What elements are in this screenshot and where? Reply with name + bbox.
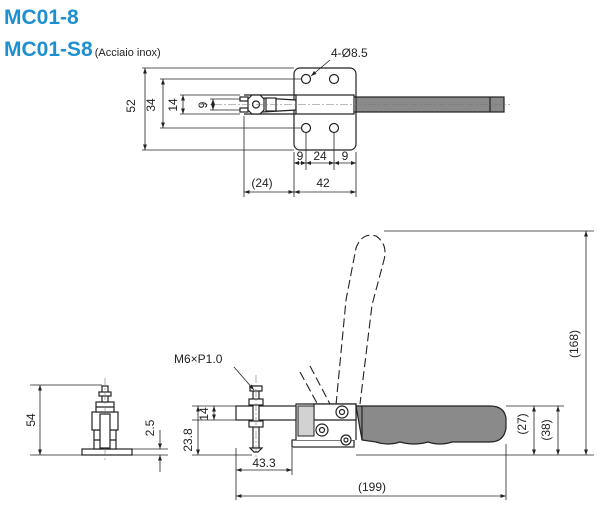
dim-43-3: 43.3: [252, 456, 276, 470]
dim-34: 34: [144, 98, 158, 112]
pivot-2: [335, 405, 349, 419]
dim-14-side: 14: [197, 407, 211, 421]
pivot-1: [315, 423, 329, 437]
dim-9-right: 9: [342, 149, 349, 163]
thread-label: M6×P1.0: [174, 352, 223, 366]
model-title-1: MC01-8: [4, 6, 79, 29]
material-note: (Acciaio inox): [94, 47, 161, 59]
model-title-2: MC01-S8(Acciaio inox): [4, 38, 161, 61]
dim-168: (168): [567, 330, 581, 358]
dim-24-paren: (24): [251, 176, 272, 190]
dim-9-left: 9: [297, 149, 304, 163]
dim-23-8: 23.8: [181, 428, 195, 452]
dim-27: (27): [515, 413, 529, 434]
side-view: M6×P1.0 14 23.8 43.3 (199) (168) (27) (3…: [174, 230, 594, 500]
pivot-3: [340, 434, 352, 446]
dim-2-5: 2.5: [143, 419, 157, 436]
dim-52: 52: [124, 99, 138, 113]
dim-38: (38): [539, 419, 553, 440]
dim-9-top: 9: [196, 101, 210, 108]
holes-label: 4-Ø8.5: [331, 46, 368, 60]
dim-42: 42: [316, 176, 330, 190]
dim-14-top: 14: [166, 98, 180, 112]
handle-closed: [355, 405, 507, 445]
mount-hole: [328, 73, 340, 85]
clamp-arm-side: [235, 405, 297, 421]
top-view: 4-Ø8.5 52 34 14 9 9 24 9: [124, 46, 510, 197]
handle-open-position: [335, 234, 386, 406]
dim-54: 54: [24, 413, 38, 427]
dim-24: 24: [313, 149, 327, 163]
base-plate-end: [81, 448, 133, 456]
dim-199: (199): [358, 480, 386, 494]
end-view: 54 2.5: [24, 378, 168, 472]
